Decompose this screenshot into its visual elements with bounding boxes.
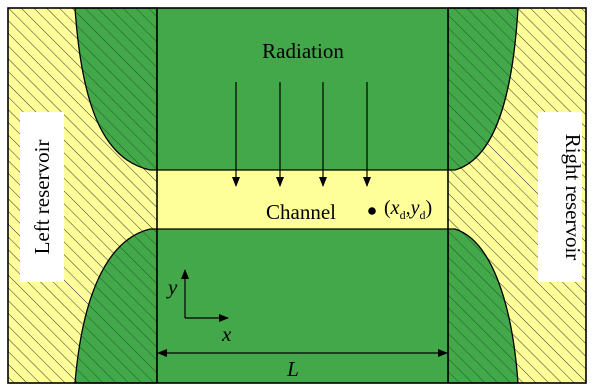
y-axis-label: y [166,275,178,299]
left-reservoir-label-box [20,112,64,282]
lower-gate-region [157,229,448,383]
detection-point-label: (xd,yd) [384,197,432,222]
right-reservoir-label: Right reservoir [561,134,585,261]
lower-left-gate [74,228,158,384]
upper-right-gate [447,7,519,171]
upper-left-gate [74,7,158,171]
radiation-label: Radiation [262,39,344,63]
lower-right-gate [447,228,519,384]
length-label: L [286,357,299,381]
left-reservoir-label: Left reservoir [30,140,54,255]
channel-label: Channel [266,200,336,224]
right-reservoir-label-box [538,112,582,282]
detection-point-dot [368,207,376,215]
outer-frame [7,7,587,384]
channel-region [157,170,448,229]
upper-gate-region [157,8,448,170]
x-axis-label: x [221,322,232,346]
